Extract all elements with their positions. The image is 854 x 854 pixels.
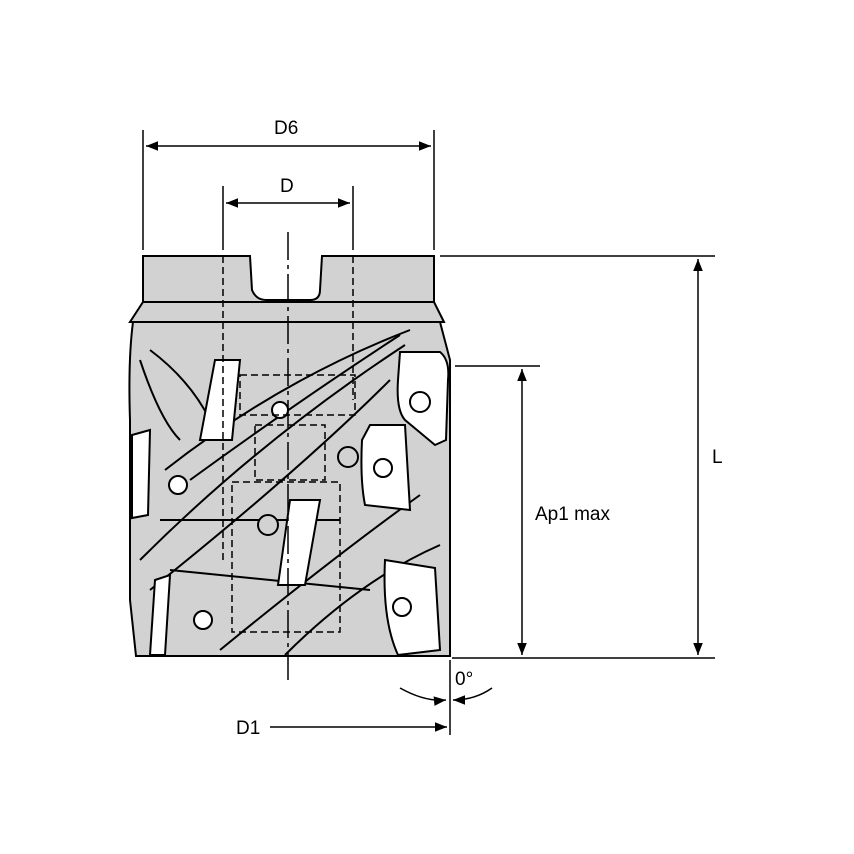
l-label: L bbox=[712, 447, 723, 468]
hidden-lines bbox=[222, 256, 356, 633]
insert bbox=[276, 499, 322, 586]
screw-icon bbox=[392, 597, 412, 617]
insert bbox=[131, 428, 152, 520]
shank-top bbox=[142, 255, 435, 303]
dimension-lines bbox=[142, 130, 715, 735]
flutes bbox=[139, 329, 441, 656]
insert bbox=[383, 558, 442, 657]
screw-icon bbox=[193, 610, 213, 630]
collar bbox=[128, 301, 446, 323]
d6-label: D6 bbox=[274, 118, 298, 139]
d-label: D bbox=[280, 176, 294, 197]
ap1-max-label: Ap1 max bbox=[535, 504, 610, 525]
screw-icon bbox=[168, 475, 188, 495]
screw-icon bbox=[409, 391, 431, 413]
d1-label: D1 bbox=[236, 718, 260, 739]
screw-icon bbox=[373, 458, 393, 478]
insert bbox=[148, 573, 172, 656]
inserts bbox=[131, 351, 450, 657]
angle-label: 0° bbox=[455, 669, 473, 690]
insert bbox=[198, 359, 242, 441]
